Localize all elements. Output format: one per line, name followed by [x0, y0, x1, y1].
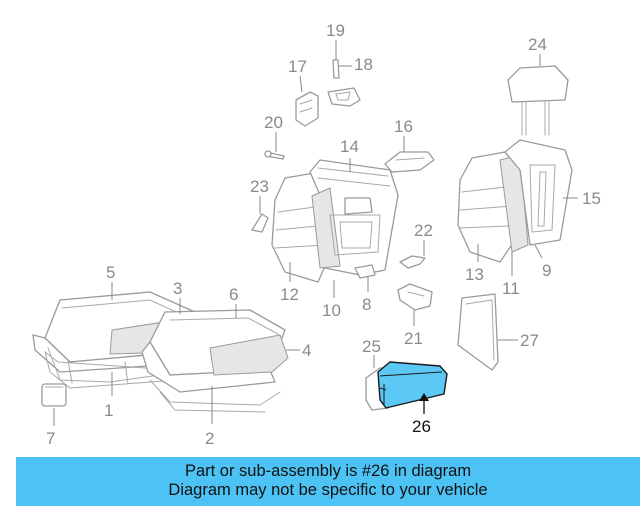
callout-6: 6: [229, 285, 238, 304]
banner-line-2: Diagram may not be specific to your vehi…: [168, 481, 488, 499]
callout-18: 18: [354, 55, 373, 74]
callout-20: 20: [264, 113, 283, 132]
callout-22: 22: [414, 221, 433, 240]
callout-9: 9: [542, 261, 551, 280]
callout-19: 19: [326, 21, 345, 40]
callout-26[interactable]: 26: [412, 417, 431, 436]
cover-part-16: [384, 151, 435, 173]
leader-lines: [53, 40, 578, 426]
armrest-part-26-highlighted[interactable]: [377, 361, 448, 409]
parts-diagram: 1 2 3 4 5 6 7 8 9 10 11 12 13 14 15 16 1…: [32, 21, 601, 448]
callout-25: 25: [362, 337, 381, 356]
clip-part-7: [41, 383, 67, 407]
headrest-part-24: [507, 65, 569, 136]
info-banner: Part or sub-assembly is #26 in diagram D…: [16, 457, 640, 506]
banner-line-1: Part or sub-assembly is #26 in diagram: [184, 462, 472, 480]
latch-part-18: [327, 87, 361, 107]
seat-back-right: [457, 139, 573, 263]
seat-cushion-right: [141, 309, 289, 413]
trim-part-23: [251, 213, 269, 233]
callout-16: 16: [394, 117, 413, 136]
callout-27: 27: [520, 331, 539, 350]
callout-5: 5: [106, 263, 115, 282]
callout-8: 8: [362, 295, 371, 314]
panel-part-27: [457, 293, 499, 371]
seat-back-left: [271, 159, 399, 283]
hook-part-22: [399, 255, 426, 269]
callout-1: 1: [104, 401, 113, 420]
callout-11: 11: [502, 279, 520, 298]
callout-13: 13: [465, 265, 484, 284]
callout-10: 10: [322, 301, 341, 320]
callout-21: 21: [404, 329, 423, 348]
callout-24: 24: [528, 35, 547, 54]
callout-7: 7: [46, 429, 55, 448]
pin-part-19: [332, 59, 340, 79]
callout-23: 23: [250, 177, 269, 196]
callout-17: 17: [288, 57, 307, 76]
bracket-part-21: [397, 283, 433, 311]
bolt-part-20: [264, 150, 285, 160]
callout-12: 12: [280, 285, 299, 304]
callout-4: 4: [302, 341, 311, 360]
callout-3: 3: [173, 279, 182, 298]
callout-14: 14: [340, 137, 359, 156]
callout-2: 2: [205, 429, 214, 448]
callout-15: 15: [582, 189, 601, 208]
hinge-part-17: [295, 91, 319, 127]
bracket-part-8: [354, 264, 376, 279]
